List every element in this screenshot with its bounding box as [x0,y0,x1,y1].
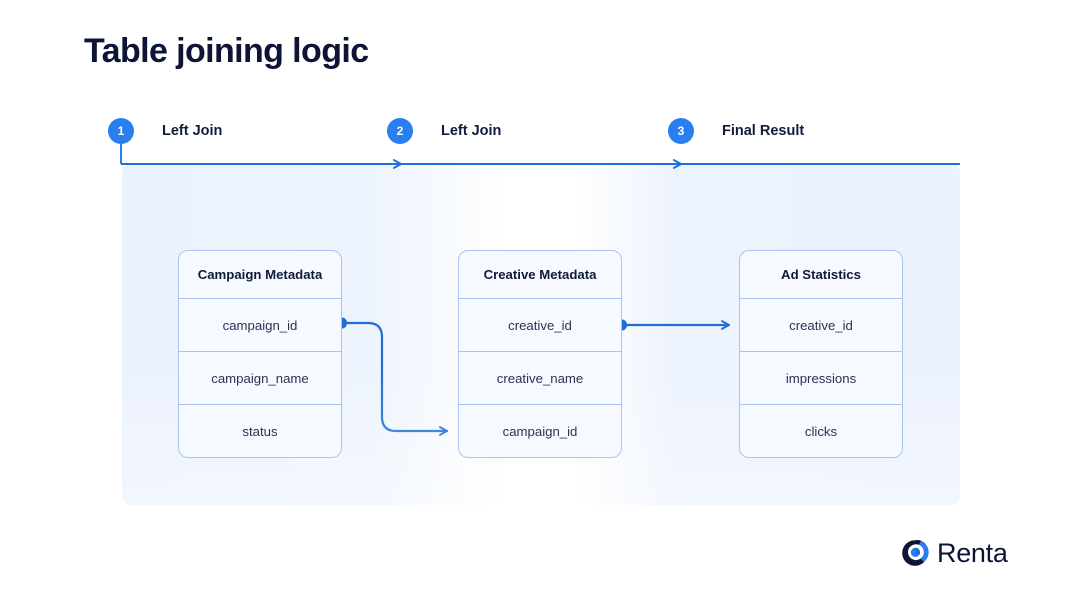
entity-field-row[interactable]: creative_name [459,352,621,405]
entity-table-creative-metadata[interactable]: Creative Metadata creative_id creative_n… [458,250,622,458]
step-badge-1: 1 [108,118,134,144]
step-marker-2[interactable]: 2 Left Join [387,118,501,144]
step-badge-3: 3 [668,118,694,144]
renta-circle-mark-icon [902,539,929,566]
entity-title: Ad Statistics [740,251,902,299]
renta-logo: Renta [900,538,1008,568]
entity-field-row[interactable]: campaign_name [179,352,341,405]
entity-field-row[interactable]: campaign_id [502,423,578,439]
step-label-2: Left Join [441,123,502,139]
entity-table-ad-statistics[interactable]: Ad Statistics creative_id impressions cl… [739,250,903,458]
entity-field-row[interactable]: creative_id [740,299,902,352]
step-marker-1[interactable]: 1 Left Join [108,118,222,144]
entity-title: Creative Metadata [459,251,621,299]
join1-path [340,321,449,436]
entity-table-campaign-metadata[interactable]: Campaign Metadata campaign_id campaign_n… [178,250,342,458]
step-marker-3[interactable]: 3 Final Result [668,118,804,144]
step-label-1: Left Join [162,123,223,139]
step-label-3: Final Result [722,123,805,139]
entity-field-row[interactable]: creative_id [459,299,621,352]
entity-field-row[interactable]: clicks [804,423,838,439]
page-title: Table joining logic [84,32,369,70]
renta-wordmark: Renta [937,537,1008,568]
entity-field-row[interactable]: status [242,423,278,439]
step-badge-2: 2 [387,118,413,144]
entity-title: Campaign Metadata [179,251,341,299]
entity-field-row[interactable]: campaign_id [179,299,341,352]
entity-field-row[interactable]: impressions [740,352,902,405]
